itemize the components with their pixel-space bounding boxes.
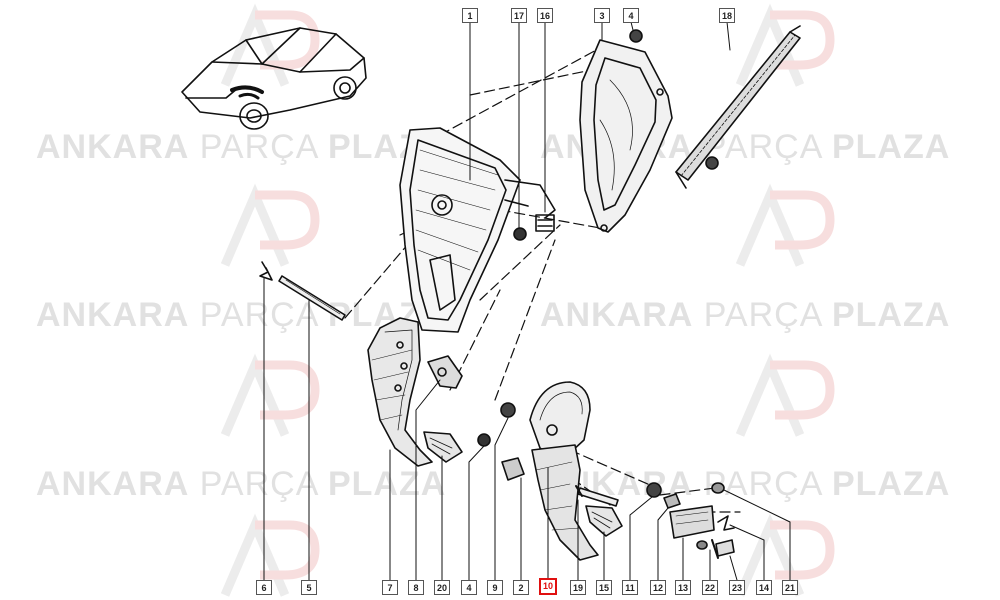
- callout-label[interactable]: 16: [537, 8, 553, 23]
- spring-clip: [717, 515, 735, 531]
- pedal-bracket-housing: [399, 127, 556, 333]
- callout-label[interactable]: 4: [461, 580, 477, 595]
- brake-pedal-arm: [367, 317, 433, 467]
- callout-label[interactable]: 20: [434, 580, 450, 595]
- callout-label[interactable]: 19: [570, 580, 586, 595]
- bracket-plate: [669, 505, 715, 539]
- ap-logo-watermark: [735, 183, 835, 267]
- callout-label[interactable]: 12: [650, 580, 666, 595]
- ap-logo-watermark: [220, 513, 320, 597]
- ap-logo-watermark: [220, 3, 320, 87]
- callout-label[interactable]: 13: [675, 580, 691, 595]
- callout-label[interactable]: 4: [623, 8, 639, 23]
- callout-label[interactable]: 2: [513, 580, 529, 595]
- callout-label[interactable]: 18: [719, 8, 735, 23]
- callout-label-highlighted[interactable]: 10: [539, 578, 557, 595]
- nut: [500, 402, 516, 418]
- spring-clip: [259, 261, 273, 281]
- clutch-pedal-assembly: [529, 381, 599, 561]
- cable-rod: [675, 25, 801, 189]
- callout-label[interactable]: 14: [756, 580, 772, 595]
- ap-logo-watermark: [735, 353, 835, 437]
- ap-logo-watermark: [735, 3, 835, 87]
- ap-logo-watermark: [220, 353, 320, 437]
- nut: [646, 482, 662, 498]
- car-sketch: [181, 27, 367, 130]
- washer: [696, 540, 708, 550]
- washer: [663, 493, 681, 509]
- callout-label[interactable]: 23: [729, 580, 745, 595]
- callout-label[interactable]: 3: [594, 8, 610, 23]
- callout-label[interactable]: 8: [408, 580, 424, 595]
- stop-switch: [427, 355, 463, 389]
- screw: [711, 539, 735, 559]
- washer: [711, 482, 725, 494]
- callout-label[interactable]: 21: [782, 580, 798, 595]
- bolt: [575, 485, 619, 507]
- switch-block: [535, 214, 555, 232]
- callout-label[interactable]: 5: [301, 580, 317, 595]
- bush: [501, 457, 525, 481]
- callout-label[interactable]: 15: [596, 580, 612, 595]
- leader-lines: [263, 21, 791, 581]
- callout-label[interactable]: 22: [702, 580, 718, 595]
- nut: [629, 29, 643, 43]
- callout-label[interactable]: 9: [487, 580, 503, 595]
- pivot-pin: [278, 275, 346, 321]
- ap-logo-watermark: [220, 183, 320, 267]
- nut: [477, 433, 491, 447]
- callout-label[interactable]: 1: [462, 8, 478, 23]
- pedal-pad: [585, 505, 623, 537]
- nut: [513, 227, 527, 241]
- callout-label[interactable]: 7: [382, 580, 398, 595]
- gasket-plate: [579, 39, 673, 233]
- callout-label[interactable]: 11: [622, 580, 638, 595]
- callout-label[interactable]: 6: [256, 580, 272, 595]
- callout-label[interactable]: 17: [511, 8, 527, 23]
- pedal-pad: [423, 431, 463, 463]
